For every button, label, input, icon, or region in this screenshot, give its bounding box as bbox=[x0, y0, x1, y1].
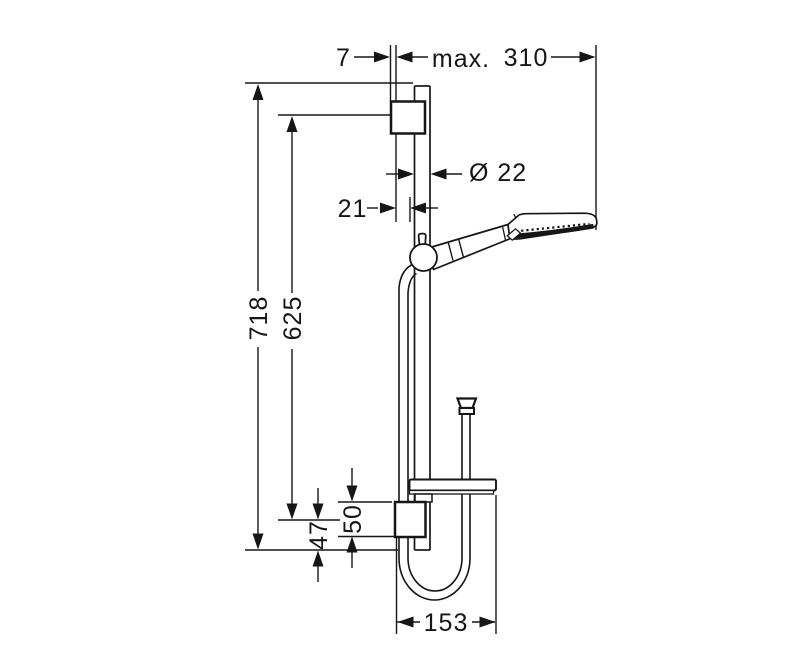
hose-nut bbox=[455, 397, 478, 415]
arrow-up-icon bbox=[346, 536, 358, 553]
arrow-right-icon bbox=[579, 51, 596, 63]
dimension-47 bbox=[245, 488, 398, 582]
label-50: 50 bbox=[339, 504, 367, 534]
label-diameter-22: Ø 22 bbox=[469, 159, 527, 187]
wall-bracket-bottom bbox=[393, 500, 427, 539]
dimension-21 bbox=[367, 133, 438, 222]
arrow-down-icon bbox=[346, 485, 358, 502]
spray-nozzle-row bbox=[515, 222, 590, 233]
dimension-50 bbox=[338, 468, 413, 568]
head-joint-tick bbox=[513, 213, 517, 219]
hose-u-bend-inner bbox=[407, 557, 463, 592]
arrow-down-icon bbox=[312, 503, 324, 520]
arrow-right-icon bbox=[374, 51, 390, 63]
arrow-down-icon bbox=[252, 533, 264, 550]
spray-face bbox=[512, 223, 594, 239]
arrow-left-icon bbox=[410, 202, 426, 214]
soap-dish bbox=[408, 478, 497, 503]
arrow-up-icon bbox=[312, 550, 324, 567]
arrow-up-icon bbox=[252, 84, 264, 100]
dimension-diameter-22 bbox=[386, 168, 462, 180]
label-625: 625 bbox=[279, 296, 307, 341]
arrow-right-icon bbox=[398, 168, 414, 180]
arrow-left-icon bbox=[430, 168, 447, 180]
reference-lines bbox=[389, 45, 397, 101]
dish-lip bbox=[408, 489, 495, 495]
shower-rail bbox=[413, 85, 431, 551]
label-max: max. bbox=[432, 45, 490, 73]
shower-hose bbox=[398, 264, 471, 601]
arrow-right-icon bbox=[479, 616, 496, 628]
hose-u-bend-outer bbox=[398, 557, 471, 601]
arrow-left-icon bbox=[396, 51, 413, 63]
slider-knob bbox=[409, 243, 438, 272]
dimension-153 bbox=[395, 495, 497, 634]
rail-tube-lines bbox=[413, 86, 431, 550]
dimension-625 bbox=[278, 114, 391, 521]
label-153: 153 bbox=[424, 609, 469, 637]
dimension-max-310 bbox=[396, 45, 597, 230]
arrow-down-icon bbox=[286, 503, 298, 520]
hose-left-outer bbox=[398, 264, 412, 558]
label-47: 47 bbox=[305, 520, 333, 550]
dimension-7 bbox=[354, 45, 397, 101]
nut-cone bbox=[455, 397, 478, 410]
label-310: 310 bbox=[504, 44, 549, 72]
label-7: 7 bbox=[336, 44, 351, 72]
arrow-up-icon bbox=[286, 116, 298, 132]
label-21: 21 bbox=[338, 195, 368, 223]
dimension-labels: 7 max. 310 Ø 22 21 718 625 50 47 153 bbox=[245, 44, 549, 637]
arrow-left-icon bbox=[397, 616, 414, 628]
nut-collar bbox=[458, 407, 475, 415]
select-button bbox=[506, 227, 522, 242]
hand-shower bbox=[409, 212, 598, 272]
hose-left-inner bbox=[407, 272, 417, 558]
handle bbox=[429, 223, 512, 271]
label-718: 718 bbox=[245, 296, 273, 341]
dimension-lines bbox=[245, 45, 597, 634]
dish-tray bbox=[408, 478, 497, 492]
wall-bracket-top bbox=[389, 100, 427, 135]
handle-grip-band bbox=[447, 238, 465, 261]
handle-seam bbox=[501, 226, 507, 241]
dimension-718 bbox=[245, 82, 413, 550]
arrow-right-icon bbox=[380, 202, 396, 214]
